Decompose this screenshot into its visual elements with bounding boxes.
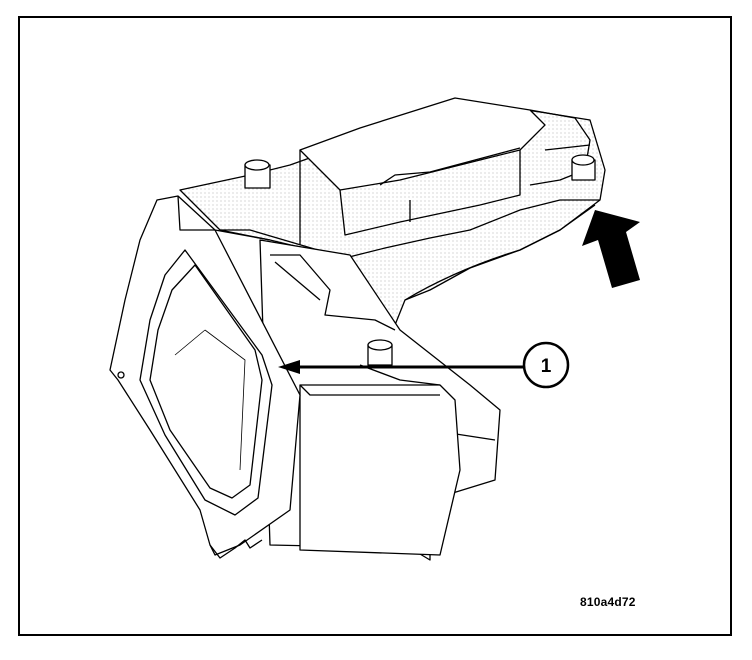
housing-body <box>109 97 606 561</box>
leader-arrow-icon <box>278 360 525 374</box>
figure-code: 810a4d72 <box>580 595 636 609</box>
callout-number: 1 <box>541 356 552 377</box>
callout-marker: 1 <box>522 341 570 389</box>
figure-border <box>18 16 732 636</box>
direction-arrow-icon <box>582 210 640 288</box>
